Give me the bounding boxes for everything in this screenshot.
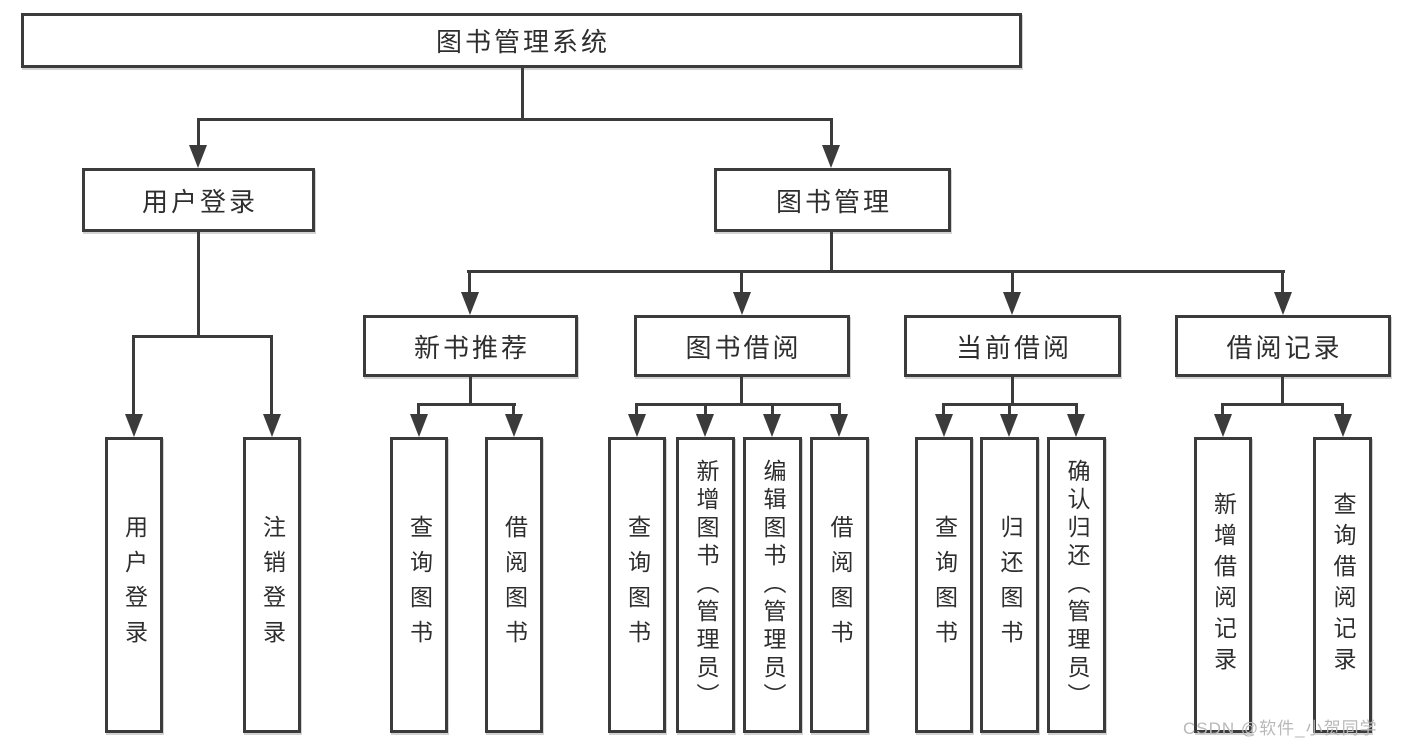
connector-line: [942, 403, 945, 417]
arrowhead-icon: [830, 414, 848, 437]
connector-line: [469, 377, 472, 406]
arrowhead-icon: [1000, 414, 1018, 437]
arrowhead-icon: [1214, 414, 1232, 437]
connector-line: [197, 118, 200, 148]
node-label: 用户登录: [141, 186, 258, 217]
arrowhead-icon: [1003, 292, 1021, 315]
connector-line: [1281, 377, 1284, 406]
connector-line: [521, 67, 524, 121]
arrowhead-icon: [822, 145, 840, 168]
connector-line: [467, 270, 1285, 273]
node-label: 借阅记录: [1226, 332, 1343, 363]
connector-line: [197, 232, 200, 338]
leaf-label: 查询借阅记录: [1330, 492, 1356, 678]
leaf-label: 编辑图书（管理员）: [760, 459, 786, 711]
arrowhead-icon: [696, 414, 714, 437]
node-book-borrowing: 图书借阅: [634, 315, 850, 377]
arrowhead-icon: [125, 414, 143, 437]
leaf-label: 确认归还（管理员）: [1064, 459, 1090, 711]
watermark: CSDN @软件_小贺同学: [1183, 719, 1378, 738]
connector-line: [1221, 403, 1224, 417]
connector-line: [270, 335, 273, 417]
connector-line: [740, 270, 743, 295]
arrowhead-icon: [1334, 414, 1352, 437]
arrowhead-icon: [733, 292, 751, 315]
connector-line: [1008, 403, 1011, 417]
leaf-label: 查询图书: [406, 515, 433, 655]
leaf-query-borrow-record: 查询借阅记录: [1313, 437, 1372, 733]
node-library-system: 图书管理系统: [21, 13, 1022, 68]
node-label: 图书管理系统: [435, 27, 610, 57]
leaf-edit-book-admin: 编辑图书（管理员）: [743, 437, 802, 733]
arrowhead-icon: [1274, 292, 1292, 315]
arrowhead-icon: [628, 414, 646, 437]
arrowhead-icon: [763, 414, 781, 437]
connector-line: [468, 270, 471, 295]
arrowhead-icon: [505, 414, 523, 437]
leaf-query-books-recommend: 查询图书: [390, 437, 448, 733]
leaf-label: 借阅图书: [501, 515, 528, 655]
node-borrow-records: 借阅记录: [1175, 315, 1391, 377]
leaf-add-book-admin: 新增图书（管理员）: [676, 437, 735, 733]
connector-line: [838, 403, 841, 417]
connector-line: [512, 403, 515, 417]
connector-line: [417, 403, 516, 406]
leaf-borrow-books: 借阅图书: [810, 437, 869, 733]
connector-line: [830, 118, 833, 148]
connector-line: [771, 403, 774, 417]
connector-line: [1011, 270, 1014, 295]
node-label: 图书管理: [775, 186, 892, 217]
leaf-label: 归还图书: [997, 515, 1023, 655]
connector-line: [740, 377, 743, 406]
leaf-label: 用户登录: [121, 515, 148, 655]
connector-line: [635, 403, 638, 417]
leaf-label: 借阅图书: [827, 515, 853, 655]
leaf-label: 新增图书（管理员）: [693, 459, 719, 711]
connector-line: [1281, 270, 1284, 295]
connector-line: [132, 335, 135, 417]
connector-line: [1221, 403, 1344, 406]
node-new-book-recommend: 新书推荐: [363, 315, 578, 377]
arrowhead-icon: [935, 414, 953, 437]
arrowhead-icon: [1067, 414, 1085, 437]
leaf-borrow-books-recommend: 借阅图书: [485, 437, 543, 733]
connector-line: [1011, 377, 1014, 406]
connector-line: [197, 118, 833, 121]
leaf-return-book: 归还图书: [980, 437, 1039, 733]
connector-line: [132, 335, 273, 338]
leaf-query-books-borrowing: 查询图书: [608, 437, 666, 733]
leaf-confirm-return-admin: 确认归还（管理员）: [1047, 437, 1106, 733]
leaf-label: 注销登录: [259, 515, 286, 655]
connector-line: [704, 403, 707, 417]
connector-line: [635, 403, 841, 406]
leaf-label: 新增借阅记录: [1210, 492, 1237, 678]
leaf-user-login: 用户登录: [105, 437, 163, 733]
arrowhead-icon: [461, 292, 479, 315]
leaf-query-books-current: 查询图书: [915, 437, 973, 733]
arrowhead-icon: [189, 145, 207, 168]
connector-line: [417, 403, 420, 417]
node-label: 新书推荐: [413, 332, 530, 363]
leaf-label: 查询图书: [624, 515, 651, 655]
connector-line: [830, 232, 833, 273]
node-book-management: 图书管理: [714, 168, 951, 232]
leaf-label: 查询图书: [931, 515, 958, 655]
arrowhead-icon: [410, 414, 428, 437]
node-label: 当前借阅: [955, 332, 1072, 363]
leaf-logout: 注销登录: [243, 437, 301, 733]
node-user-login: 用户登录: [82, 168, 315, 232]
connector-line: [1075, 403, 1078, 417]
node-current-borrowing: 当前借阅: [904, 315, 1121, 377]
node-label: 图书借阅: [685, 332, 802, 363]
connector-line: [1341, 403, 1344, 417]
arrowhead-icon: [263, 414, 281, 437]
leaf-add-borrow-record: 新增借阅记录: [1194, 437, 1252, 733]
